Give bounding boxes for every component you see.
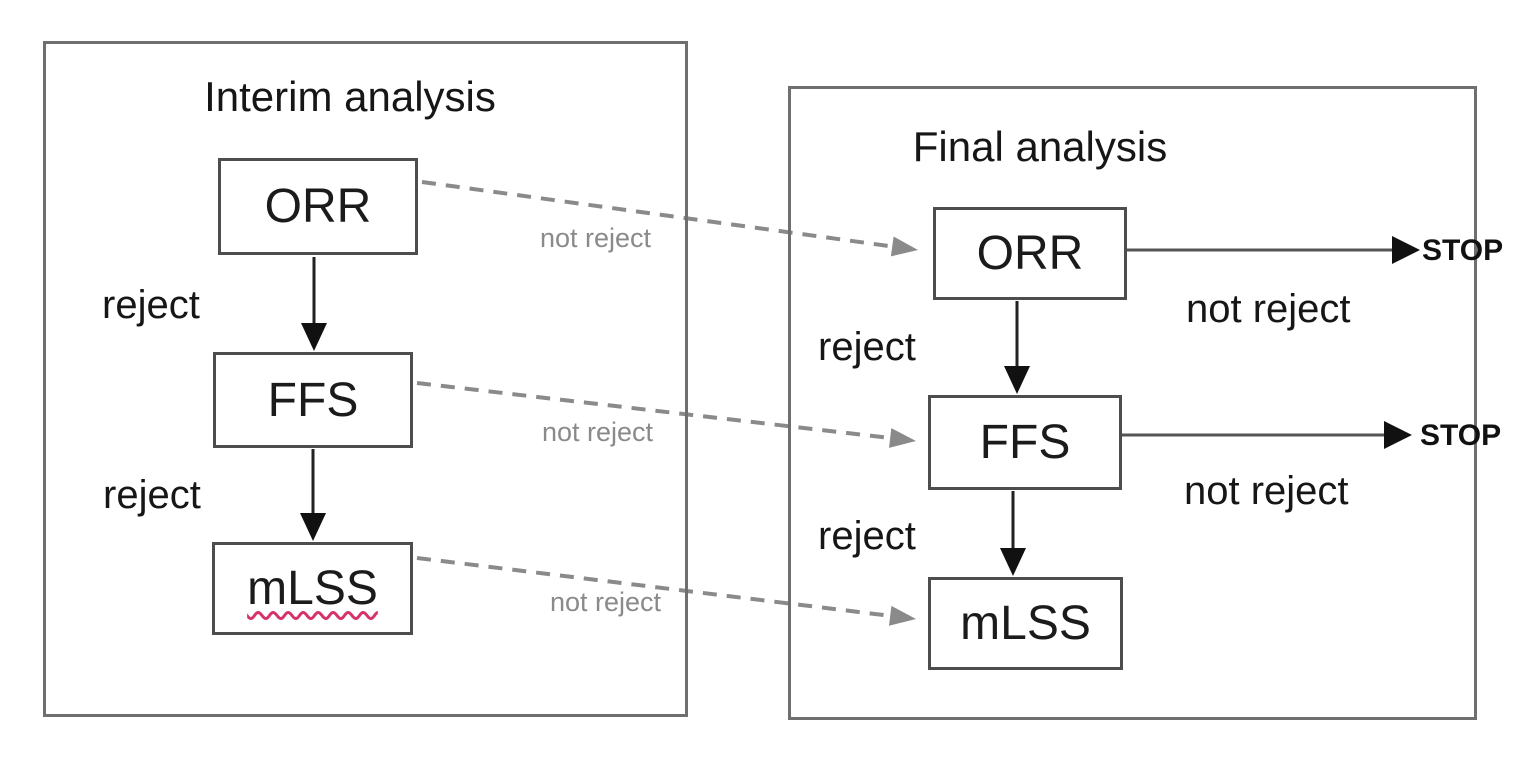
- label-cross-not-reject-1: not reject: [540, 223, 652, 253]
- interim-panel-title: Interim analysis: [204, 73, 496, 120]
- label-interim-reject-1: reject: [102, 283, 200, 327]
- node-final-orr: ORR: [933, 207, 1127, 300]
- node-interim-ffs: FFS: [213, 352, 413, 448]
- label-cross-not-reject-3: not reject: [550, 587, 662, 617]
- label-cross-not-reject-2: not reject: [542, 417, 654, 447]
- label-final-reject-1: reject: [818, 325, 916, 369]
- label-final-reject-2: reject: [818, 514, 916, 558]
- node-final-ffs-label: FFS: [979, 416, 1071, 469]
- final-panel-title: Final analysis: [912, 123, 1168, 170]
- label-stop-2: STOP: [1420, 419, 1502, 452]
- node-interim-ffs-label: FFS: [267, 373, 359, 427]
- node-final-mlss-label: mLSS: [960, 597, 1091, 650]
- node-interim-mlss-label: mLSS: [247, 562, 378, 615]
- node-interim-orr-label: ORR: [264, 180, 372, 233]
- label-final-not-reject-2: not reject: [1184, 469, 1349, 513]
- interim-analysis-panel: [43, 41, 688, 717]
- node-final-ffs: FFS: [928, 395, 1122, 490]
- node-final-orr-label: ORR: [976, 227, 1084, 280]
- label-final-not-reject-1: not reject: [1186, 287, 1351, 331]
- label-interim-reject-2: reject: [103, 473, 201, 517]
- final-analysis-panel: [788, 86, 1477, 720]
- label-stop-1: STOP: [1422, 234, 1504, 267]
- node-interim-orr: ORR: [218, 158, 418, 255]
- node-interim-mlss: mLSS: [212, 542, 413, 635]
- node-final-mlss: mLSS: [928, 577, 1123, 670]
